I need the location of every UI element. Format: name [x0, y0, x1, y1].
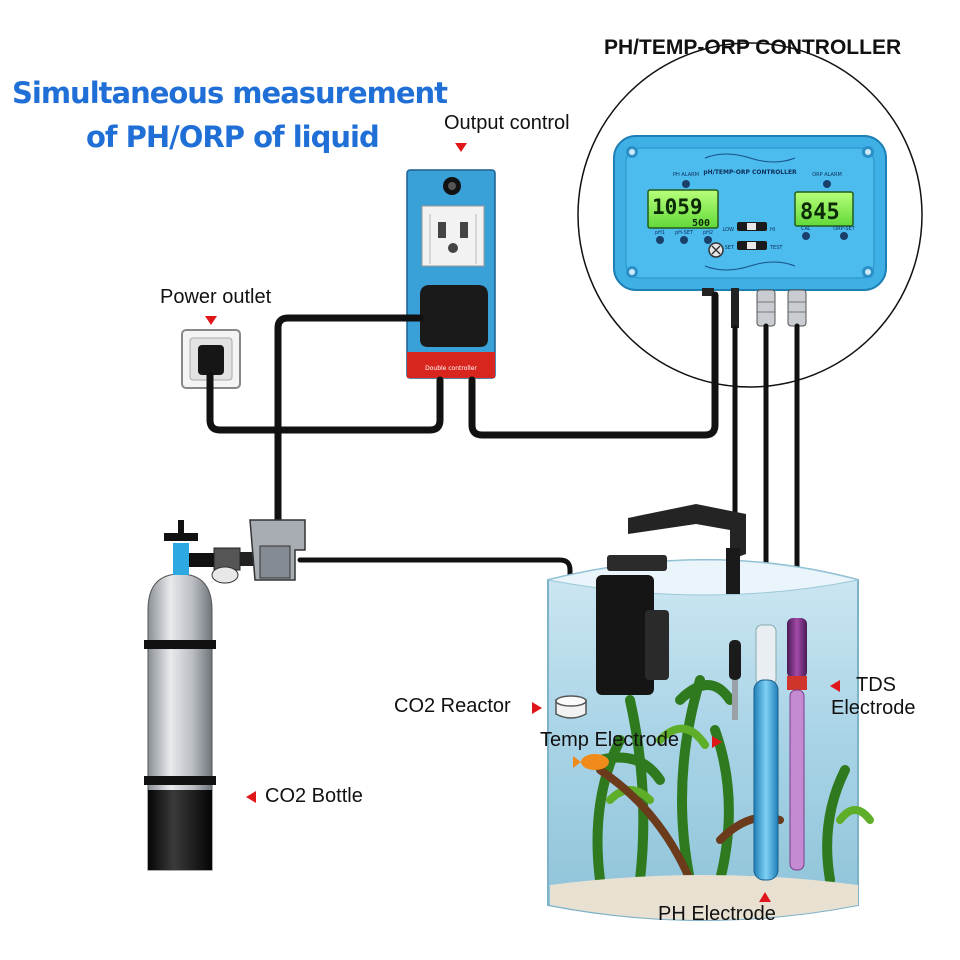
label-power-outlet: Power outlet — [160, 286, 272, 308]
title-line-1: Simultaneous measurement — [12, 76, 448, 110]
arrow-co2-reactor — [532, 702, 542, 714]
output-control-box — [406, 169, 496, 379]
aquarium — [547, 504, 874, 921]
ph-electrode — [753, 624, 779, 881]
label-co2-reactor: CO2 Reactor — [394, 695, 511, 717]
label-co2-bottle: CO2 Bottle — [265, 785, 363, 807]
orp-alarm-label: ORP ALARM — [812, 172, 842, 178]
switch-test: TEST — [769, 245, 783, 251]
orp-reading: 845 — [800, 200, 840, 225]
arrow-power-outlet — [205, 316, 217, 325]
label-ph-electrode: PH Electrode — [658, 903, 776, 925]
controller-panel-text: pH/TEMP-ORP CONTROLLER PH ALARM ORP ALAR… — [425, 169, 856, 372]
controller-heading: PH/TEMP-ORP CONTROLLER — [604, 36, 902, 59]
switch-hi: HI — [770, 227, 775, 233]
tds-electrode — [787, 618, 807, 871]
arrow-co2-bottle — [246, 791, 256, 803]
switch-set: SET — [725, 245, 735, 251]
label-output-control: Output control — [444, 112, 570, 134]
button-ph-set: pH-SET — [675, 230, 694, 236]
label-temp-electrode: Temp Electrode — [540, 729, 679, 751]
button-ph1: pH1 — [655, 230, 665, 236]
button-orp-set: ORP-SET — [833, 226, 855, 232]
co2-bottle — [144, 519, 306, 871]
output-box-label: Double controller — [425, 365, 477, 372]
arrow-temp-electrode — [712, 736, 722, 748]
co2-reactor — [555, 695, 587, 719]
temp-reading: 500 — [692, 218, 710, 229]
ph-reading: 1059 — [652, 195, 703, 219]
ph-alarm-label: PH ALARM — [673, 172, 699, 178]
button-cal: CAL — [801, 226, 811, 232]
button-ph2: pH2 — [703, 230, 713, 236]
temp-electrode — [729, 640, 741, 720]
label-tds-line-1: TDS — [856, 674, 896, 696]
ph-orp-controller-device — [613, 135, 887, 328]
switch-low: LOW — [723, 227, 735, 233]
label-tds-line-2: Electrode — [831, 697, 916, 719]
arrow-ph-electrode — [759, 892, 771, 902]
callout-arrows — [205, 143, 840, 902]
arrow-output-control — [455, 143, 467, 152]
power-outlet — [181, 329, 241, 389]
title-line-2: of PH/ORP of liquid — [86, 120, 380, 154]
panel-label: pH/TEMP-ORP CONTROLLER — [703, 169, 797, 176]
arrow-tds-electrode — [830, 680, 840, 692]
